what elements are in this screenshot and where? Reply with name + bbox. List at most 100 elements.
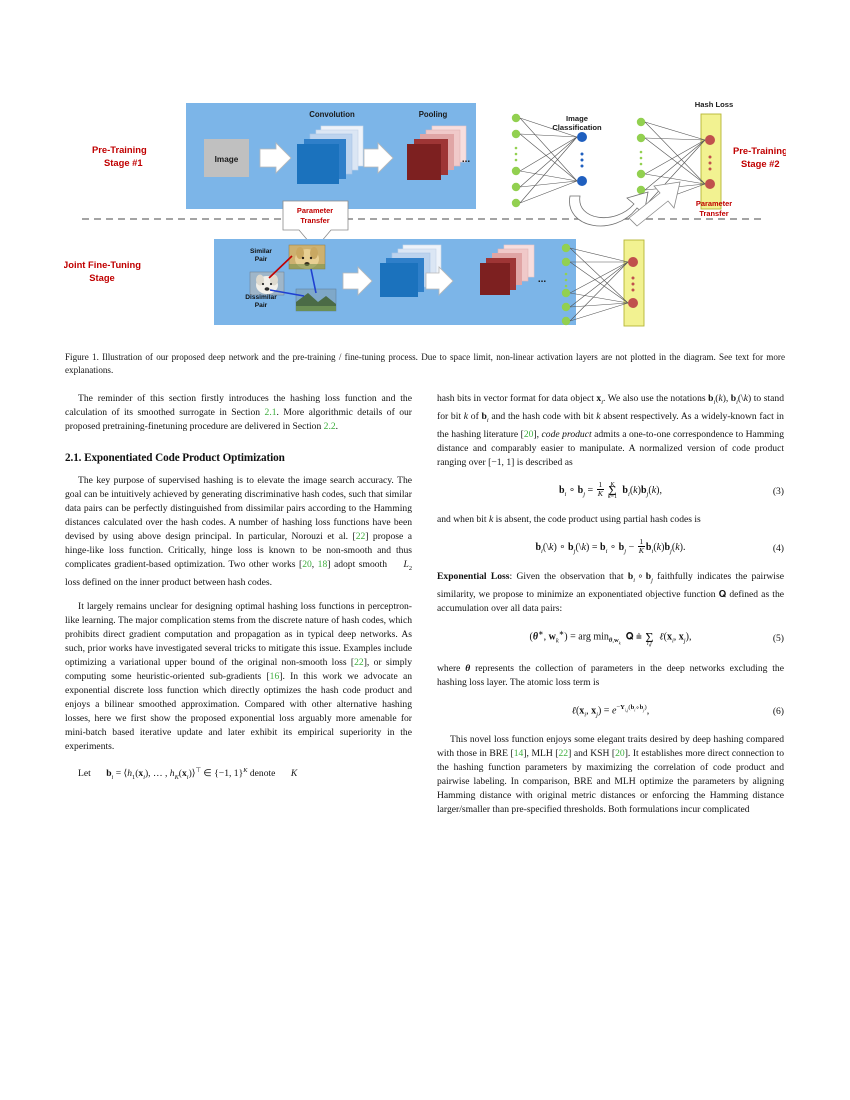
hash-loss-edges-bottom: [569, 247, 629, 322]
bottom-hidden-nodes: [561, 243, 571, 326]
paragraph-key-purpose: The key purpose of supervised hashing is…: [65, 474, 412, 590]
svg-text:Joint Fine-Tuning: Joint Fine-Tuning: [64, 259, 141, 270]
text-run: The key purpose of supervised hashing is…: [65, 475, 412, 543]
text-run: ] propose a hinge-like loss function. Cr…: [65, 531, 412, 571]
text-run: and when bit: [437, 514, 489, 525]
inline-math-k3: k: [488, 514, 494, 525]
parameter-transfer-callout-2: Parameter Transfer: [628, 181, 732, 227]
citation-link[interactable]: 22: [355, 531, 366, 543]
svg-text:Pooling: Pooling: [419, 110, 448, 119]
text-run: ] adopt smooth: [327, 559, 391, 571]
svg-text:Stage #2: Stage #2: [741, 158, 780, 169]
convolution-feature-maps: [297, 125, 364, 184]
text-run: ,: [311, 559, 318, 571]
text-run: ], MLH [: [523, 748, 559, 760]
text-run: faithfully indicates the pairwise simila…: [437, 571, 784, 600]
text-run: ], or simply computing some heuristic-or…: [65, 657, 412, 683]
text-run: : Given the observation that: [509, 571, 628, 582]
text-run: . More algorithmic details of our propos…: [65, 407, 412, 433]
citation-link[interactable]: 20: [302, 559, 312, 571]
text-run: defined as the accumulation over all dat…: [437, 588, 784, 614]
right-column: hash bits in vector format for data obje…: [437, 392, 784, 817]
citation-link[interactable]: 2.2: [323, 421, 336, 433]
text-run: . We also use the notations: [602, 393, 709, 404]
paragraph-hash-bits-notation: hash bits in vector format for data obje…: [437, 392, 784, 470]
equation-6-body: ℓ(xi, xj) = e−Yi,j(bi∘bj),: [571, 703, 650, 719]
inline-math-Q: 𝐐: [718, 588, 727, 600]
svg-text:Image: Image: [215, 155, 239, 164]
text-run: to stand for bit: [437, 393, 784, 422]
citation-link[interactable]: 2.1: [264, 407, 277, 419]
text-run: .: [335, 421, 339, 433]
svg-text:Transfer: Transfer: [699, 209, 728, 218]
citation-link[interactable]: 18: [317, 559, 328, 571]
svg-text:...: ...: [538, 274, 547, 285]
similar-dissimilar-pair-group: Similar Pair Dissimilar Pair: [245, 244, 337, 312]
text-run: ] and KSH [: [568, 748, 616, 760]
paragraph-novel-loss-traits: This novel loss function enjoys some ele…: [437, 733, 784, 817]
arrow-conv-to-pool: [363, 142, 394, 174]
citation-link[interactable]: 20: [523, 428, 534, 440]
input-image-box: [204, 139, 249, 177]
text-run: hash bits in vector format for data obje…: [437, 393, 597, 404]
top-hidden-nodes: [511, 113, 521, 208]
inline-math-K: K: [290, 768, 298, 780]
svg-text:Pre-Training: Pre-Training: [92, 144, 147, 155]
text-run: ],: [533, 428, 542, 440]
inline-math-L2: L2: [403, 559, 412, 573]
inline-math-k: k: [463, 410, 469, 422]
text-run: is described as: [514, 457, 573, 468]
text-run: ]. It establishes more direct connection…: [437, 748, 785, 816]
section-heading-2-1: 2.1. Exponentiated Code Product Optimiza…: [65, 452, 285, 465]
pooling-feature-maps: [407, 125, 467, 180]
classification-edges: [519, 117, 578, 204]
inline-math-xi: xi: [596, 393, 603, 406]
svg-text:Pre-Training: Pre-Training: [733, 145, 786, 156]
svg-text:Stage: Stage: [89, 272, 115, 283]
svg-text:Dissimilar: Dissimilar: [245, 294, 277, 301]
arrow-image-to-conv: [259, 142, 292, 174]
text-run: loss defined on the inner product betwee…: [65, 577, 273, 589]
inline-math-hash-bits: bi = ⟨h1(xi), … , hK(xi)⟩⊤ ∈ {−1, 1}K: [106, 766, 248, 782]
paragraph-exponential-loss: Exponential Loss: Given the observation …: [437, 570, 784, 616]
inline-math-range: [−1, 1]: [488, 457, 515, 468]
text-run: denote: [247, 768, 278, 780]
text-run: This novel loss function enjoys some ele…: [437, 734, 784, 760]
paragraph-unclear-design: It largely remains unclear for designing…: [65, 600, 412, 755]
svg-text:Pair: Pair: [255, 302, 268, 309]
equation-6: ℓ(xi, xj) = e−Yi,j(bi∘bj), (6): [437, 701, 784, 722]
svg-text:Pair: Pair: [255, 256, 268, 263]
citation-link[interactable]: 22: [354, 657, 364, 669]
equation-6-number: (6): [772, 705, 784, 717]
svg-text:Convolution: Convolution: [309, 110, 355, 119]
arrow-pairs-to-conv-bottom: [342, 266, 373, 296]
citation-link[interactable]: 14: [513, 748, 524, 760]
svg-text:Similar: Similar: [250, 248, 272, 255]
citation-link[interactable]: 22: [558, 748, 569, 760]
svg-text:...: ...: [462, 154, 471, 165]
citation-link[interactable]: 20: [615, 748, 625, 760]
paragraph-theta-definition: where θ represents the collection of par…: [437, 662, 784, 690]
inline-math-bi: bi: [481, 410, 489, 424]
pooling-feature-maps-bottom: [480, 244, 535, 295]
citation-link[interactable]: 16: [269, 671, 280, 683]
svg-text:Stage #1: Stage #1: [104, 157, 143, 168]
inline-math-theta: θ: [465, 662, 471, 674]
arrow-conv-to-pool-bottom: [425, 266, 454, 296]
svg-text:Classification: Classification: [552, 123, 602, 132]
figure-caption: Figure 1. Illustration of our proposed d…: [65, 352, 785, 376]
equation-3-number: (3): [772, 485, 784, 497]
image-classification-output-nodes: [577, 132, 587, 186]
text-run: and the hash code with bit: [488, 410, 597, 422]
text-run: It largely remains unclear for designing…: [65, 600, 412, 669]
emphasis-code-product: code product: [541, 428, 592, 440]
text-run: represents the collection of parameters …: [437, 662, 784, 688]
equation-5-number: (5): [772, 632, 784, 644]
text-run: admits a one-to-one correspondence to Ha…: [437, 428, 785, 468]
